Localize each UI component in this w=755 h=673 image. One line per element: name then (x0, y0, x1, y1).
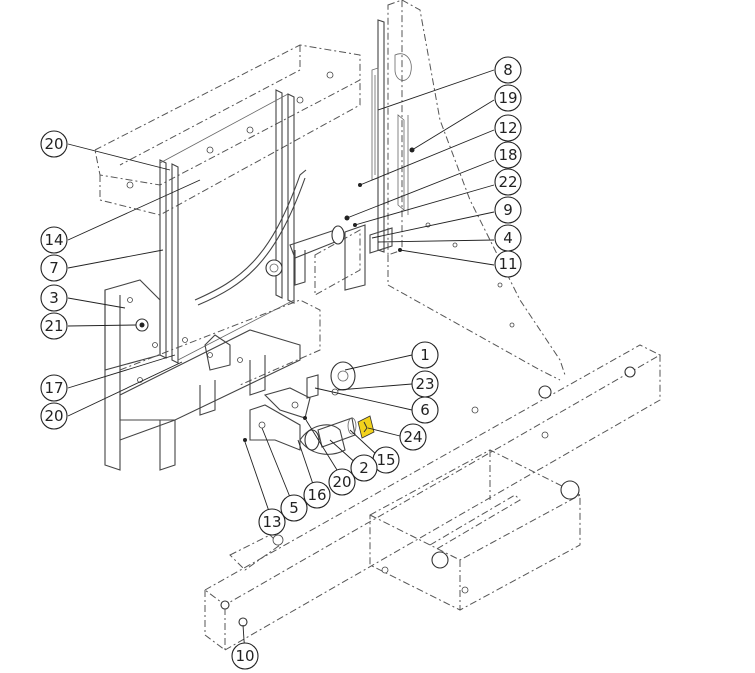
callout-24: 24 (399, 423, 427, 451)
callout-20-mid: 20 (40, 402, 68, 430)
callout-6: 6 (411, 396, 439, 424)
svg-text:2: 2 (359, 459, 369, 477)
svg-text:6: 6 (420, 401, 430, 419)
lower-left-frame (104, 279, 321, 471)
callout-17: 17 (40, 374, 68, 402)
callout-19: 19 (494, 84, 522, 112)
callout-7: 7 (40, 254, 68, 282)
callout-8: 8 (494, 56, 522, 84)
callout-2: 2 (350, 454, 378, 482)
svg-text:13: 13 (262, 513, 281, 531)
svg-text:20: 20 (44, 407, 63, 425)
svg-text:18: 18 (498, 146, 517, 164)
callout-20-bottom: 20 (328, 468, 356, 496)
callout-9: 9 (494, 196, 522, 224)
callout-5: 5 (280, 494, 308, 522)
leader-lines (67, 69, 495, 656)
svg-text:20: 20 (332, 473, 351, 491)
svg-text:10: 10 (235, 647, 254, 665)
callout-1: 1 (411, 341, 439, 369)
callout-15: 15 (372, 446, 400, 474)
callout-11: 11 (494, 250, 522, 278)
side-panel (371, 0, 566, 381)
callout-4: 4 (494, 224, 522, 252)
svg-text:24: 24 (403, 428, 422, 446)
svg-text:20: 20 (44, 135, 63, 153)
callout-22: 22 (494, 168, 522, 196)
svg-text:1: 1 (420, 346, 430, 364)
callout-16: 16 (303, 481, 331, 509)
callout-21: 21 (40, 312, 68, 340)
callout-20-top: 20 (40, 130, 68, 158)
svg-text:16: 16 (307, 486, 326, 504)
svg-text:15: 15 (376, 451, 395, 469)
handle-assembly (265, 147, 415, 291)
callout-10: 10 (231, 642, 259, 670)
svg-text:4: 4 (503, 229, 513, 247)
svg-text:12: 12 (498, 119, 517, 137)
svg-text:11: 11 (498, 255, 517, 273)
svg-text:22: 22 (498, 173, 517, 191)
svg-text:23: 23 (415, 375, 434, 393)
callout-14: 14 (40, 226, 68, 254)
svg-text:8: 8 (503, 61, 513, 79)
callout-12: 12 (494, 114, 522, 142)
slide-rails (159, 89, 307, 364)
svg-text:14: 14 (44, 231, 63, 249)
upper-frame (94, 44, 361, 296)
decal-24 (357, 415, 375, 439)
callout-3: 3 (40, 284, 68, 312)
svg-text:5: 5 (289, 499, 299, 517)
hitch-box (369, 449, 581, 611)
svg-text:7: 7 (49, 259, 59, 277)
svg-text:19: 19 (498, 89, 517, 107)
main-beam (204, 344, 662, 651)
svg-text:9: 9 (503, 201, 513, 219)
callout-18: 18 (494, 141, 522, 169)
svg-text:17: 17 (44, 379, 63, 397)
callout-13: 13 (258, 508, 286, 536)
svg-text:21: 21 (44, 317, 63, 335)
svg-text:3: 3 (49, 289, 59, 307)
callout-23: 23 (411, 370, 439, 398)
